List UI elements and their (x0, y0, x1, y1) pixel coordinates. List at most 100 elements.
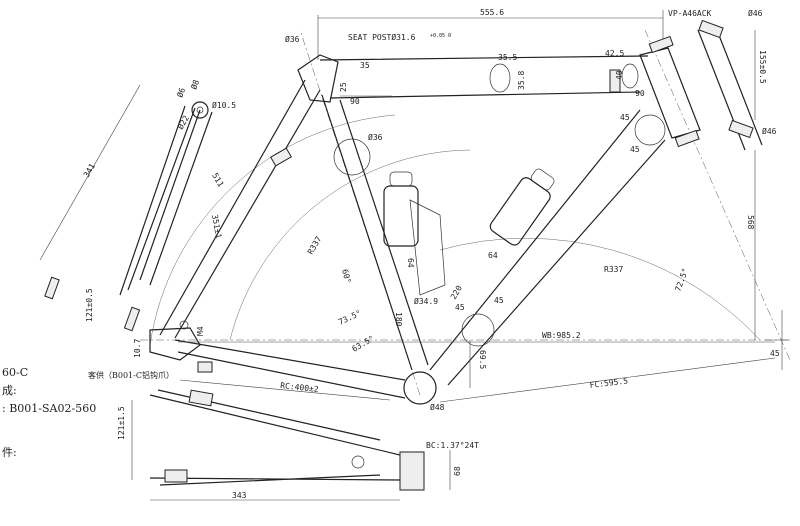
cs-121: 121±1.5 (117, 406, 126, 440)
bottle-left-cage (409, 199, 446, 296)
angle-st: 73.5° (337, 308, 363, 326)
bc-label: BC:1.37°24T (426, 441, 479, 450)
construction-arc-left (229, 149, 471, 341)
side-model: 60-C (2, 366, 28, 379)
cs-yoke (399, 451, 425, 491)
bb-45: 45 (494, 296, 504, 305)
fc-line (439, 357, 776, 403)
side-line2: 成: (2, 384, 17, 397)
bottle-left-cap (389, 171, 413, 187)
bb-180: 180 (394, 312, 403, 327)
fork-dim-341 (39, 84, 141, 261)
ht-bottom-dia: Ø46 (762, 126, 777, 136)
rc-line (179, 379, 391, 401)
chainstay-detail-a (149, 394, 411, 471)
down-tube-section (461, 313, 495, 347)
ht-cup-bottom (728, 119, 754, 139)
tt-dim-c: 42.5 (605, 49, 624, 58)
seat-stay-bridge (270, 147, 292, 167)
cs-dropout-top (188, 389, 214, 407)
ht-top-cap (648, 35, 674, 54)
wheelbase: WB:985.2 (542, 331, 581, 340)
fork-blade (139, 109, 213, 286)
ht-cup-top (698, 19, 724, 39)
tt-dim-g: 40 (615, 70, 624, 80)
m4-label: M4 (196, 326, 205, 336)
construction-arc-right (439, 237, 761, 341)
seat-post-tolerance: +0.05 0 (430, 33, 451, 39)
seat-stay-length: 351±1 (210, 214, 223, 239)
bb-drop: 69.5 (478, 350, 487, 369)
fork-6: Ø6 (174, 86, 187, 99)
seat-post-label: SEAT POSTØ31.6 (348, 32, 416, 42)
angle-ss: 63.5° (351, 334, 376, 354)
side-line4: 件: (2, 446, 17, 459)
top-tube-section (489, 63, 511, 93)
side-part-no: : B001-SA02-560 (2, 402, 96, 415)
front-center: FC:595.5 (589, 376, 629, 390)
fork: 341 121±0.5 Ø8 Ø6 Ø10.5 Ø22 (39, 78, 236, 332)
ht-junction-circle (634, 114, 666, 146)
bb-220: 220 (449, 284, 464, 301)
tt-dim-e: 90 (350, 97, 360, 106)
stack-dim: 568 (746, 215, 755, 230)
bb-dia: Ø34.9 (414, 296, 438, 306)
dropout-hanger (197, 361, 213, 373)
cs-68: 68 (453, 466, 462, 476)
bottle-right-body (489, 177, 551, 246)
rear-center: RC:400±2 (280, 381, 319, 394)
top-tube-section-2 (621, 63, 639, 89)
dim-top-length: 555.6 (480, 8, 504, 17)
dt-dim-a: 45 (620, 113, 630, 122)
tt-dim-b: 35.5 (498, 53, 517, 62)
dropout-note: 客供（B001-C铝钩爪） (88, 370, 174, 380)
bb-shell-dia: Ø48 (430, 402, 445, 412)
seat-len: 511 (210, 172, 225, 189)
bottom-bracket-shell (403, 371, 437, 405)
tt-dim-a: 35 (360, 61, 370, 70)
fork-blade-2 (119, 105, 196, 296)
drop-107: 10.7 (133, 339, 142, 358)
ht-detail-line-b (714, 24, 763, 146)
headset-label: VP-A46ACK (668, 9, 712, 18)
seat-cluster (297, 54, 339, 103)
head-tube-centerline (644, 29, 791, 361)
chain-stay (174, 339, 406, 399)
dt-dim-c: 45 (455, 303, 465, 312)
fork-105: Ø10.5 (212, 100, 236, 110)
bottle-dim-b: 64 (488, 251, 498, 260)
tt-dim-f: 90 (635, 89, 645, 98)
radius-right: R337 (604, 265, 623, 274)
tt-dim-d: 35.8 (517, 71, 526, 90)
fork-22: Ø22 (175, 113, 191, 131)
cs-length: 343 (232, 491, 247, 500)
seat-tube-section (333, 138, 371, 176)
bottle-left-body (383, 185, 419, 247)
ht-length: 155±0.5 (758, 50, 767, 84)
bottle-dim-a: 64 (406, 258, 415, 268)
construction-arc-bb (149, 114, 396, 346)
down-tube (429, 109, 666, 386)
chainstay-detail-c (157, 389, 381, 486)
dt-dim-b: 45 (630, 145, 640, 154)
fork-crown (191, 101, 209, 119)
fork-crown-inner (196, 106, 204, 114)
seat-tube-dia: Ø36 (285, 34, 300, 44)
tt-dim-h: 25 (339, 82, 348, 92)
bottle-right (489, 168, 555, 246)
fork-tip-b (123, 306, 141, 332)
ht-bottom-cap (674, 129, 700, 148)
fork-121: 121±0.5 (85, 288, 94, 322)
top-tube-band (609, 69, 621, 93)
dropout-bolt (179, 320, 189, 330)
seat-tube-dia-2: Ø36 (368, 132, 383, 142)
ht-top-dia: Ø46 (748, 8, 763, 18)
seat-tube-angle-small: 60° (340, 268, 352, 284)
cs-bb-bolt (351, 455, 365, 469)
head-tube (639, 47, 701, 139)
bottle-left (383, 171, 446, 296)
radius-left: R337 (306, 235, 324, 256)
top-tube (319, 55, 649, 99)
rear-dropout (149, 327, 201, 361)
